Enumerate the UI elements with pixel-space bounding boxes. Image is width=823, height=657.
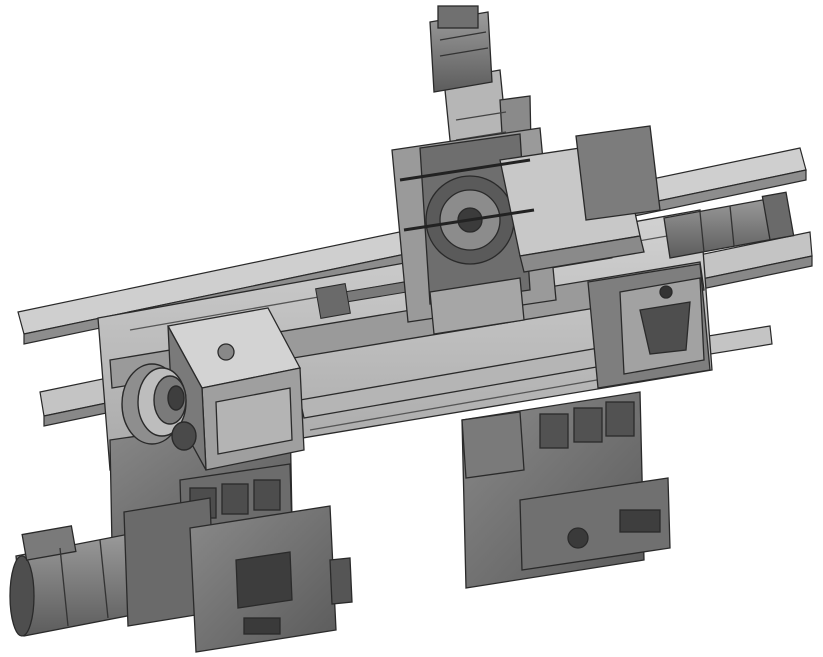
headstock	[166, 307, 305, 471]
x-axis-servo-motor	[663, 191, 795, 259]
tailstock	[587, 263, 711, 389]
z-axis-servo-motor	[429, 5, 493, 93]
spindle-chuck	[121, 363, 197, 451]
front-pedestal	[189, 505, 353, 653]
tool-turret	[391, 125, 661, 335]
right-base	[461, 391, 671, 589]
